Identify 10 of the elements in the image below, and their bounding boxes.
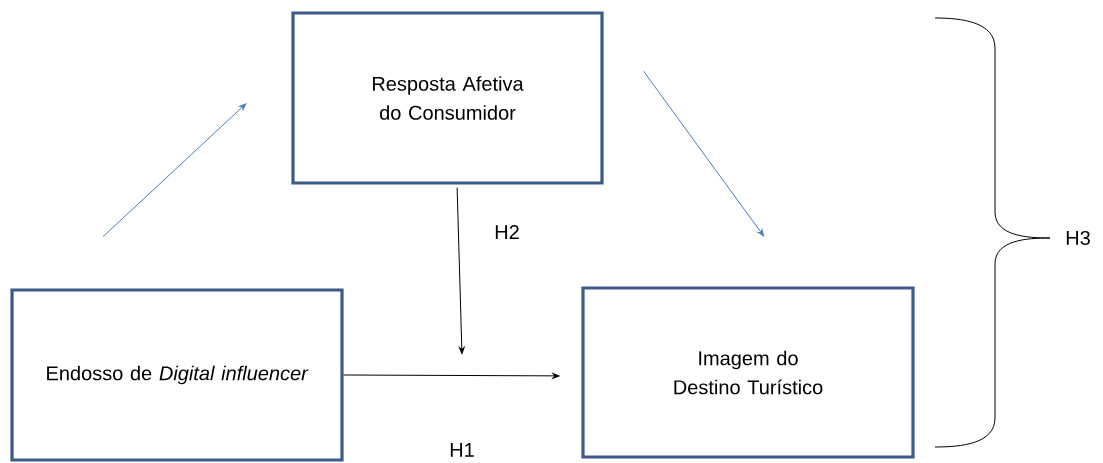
edge-label: H1: [448, 442, 476, 458]
process-box: Endosso de Digital influencer: [10, 288, 344, 462]
arrow: [643, 70, 765, 237]
edge-label: H2: [493, 224, 521, 240]
arrow: [456, 187, 465, 355]
arrow: [102, 103, 247, 238]
process-box: Imagem do Destino Turístico: [581, 286, 915, 459]
brace-label: H3: [1066, 230, 1090, 246]
process-box: Resposta Afetiva do Consumidor: [291, 11, 604, 185]
arrow: [343, 373, 560, 379]
